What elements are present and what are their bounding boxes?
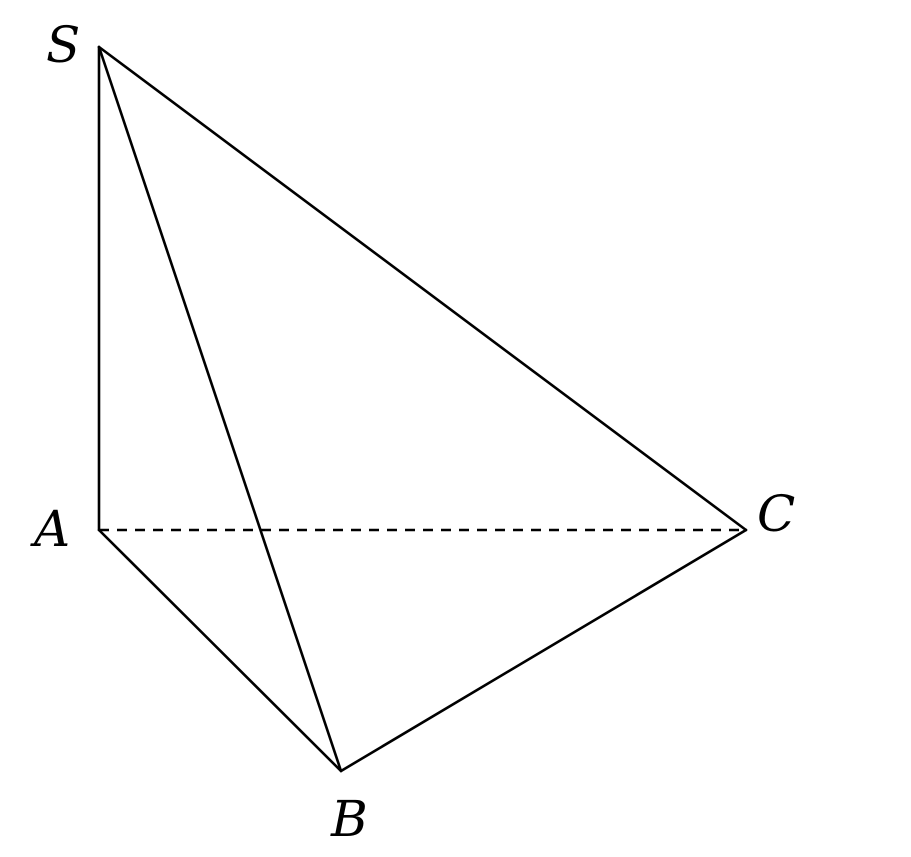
vertex-label-b: B xyxy=(330,790,368,848)
edge-ab xyxy=(97,528,343,773)
vertex-label-c: C xyxy=(757,485,795,543)
edge-sc xyxy=(97,45,748,532)
edge-bc xyxy=(339,528,748,773)
vertex-label-s: S xyxy=(46,16,80,74)
edge-sb xyxy=(97,45,343,773)
vertex-label-a: A xyxy=(30,500,70,558)
